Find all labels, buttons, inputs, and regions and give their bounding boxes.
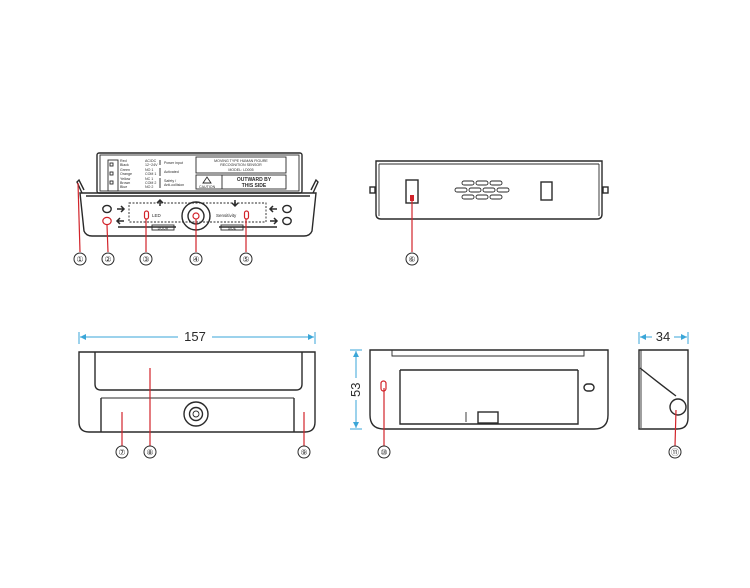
terminal-0: AC/DC [145, 159, 157, 163]
terminal-6: NO 2 [145, 185, 153, 189]
svg-text:⑤: ⑤ [242, 255, 249, 264]
terminal-3: COM 1 [145, 172, 156, 176]
svg-text:②: ② [104, 255, 111, 264]
terminal-4: NC 1 [145, 177, 153, 181]
svg-text:③: ③ [142, 255, 149, 264]
sensitivity-knob [243, 210, 250, 220]
svg-text:⑦: ⑦ [118, 448, 125, 457]
lens-outer [183, 401, 209, 427]
led-indicator [143, 210, 150, 220]
callout-10: ⑩ [377, 445, 391, 459]
group-power: Power input [164, 161, 183, 165]
callout-7: ⑦ [115, 445, 129, 459]
svg-text:⑥: ⑥ [408, 255, 415, 264]
wire-0: Red [120, 159, 127, 163]
group-safety: Safety / [164, 179, 176, 183]
vent-slots [454, 180, 510, 200]
svg-text:①: ① [76, 255, 83, 264]
label-outward-1: OUTWARD BY [237, 177, 272, 183]
callout-6: ⑥ [405, 252, 419, 266]
terminal-squares [109, 162, 114, 185]
arrow-down-icon [231, 200, 239, 208]
arrow-right-icon [270, 217, 279, 225]
label-sensitivity: Sensitivity [216, 213, 237, 218]
callout-5: ⑤ [239, 252, 253, 266]
button-bottom-right [282, 216, 292, 226]
lens-inner [188, 406, 204, 422]
wire-6: Blue [120, 185, 127, 189]
callout-8: ⑧ [143, 445, 157, 459]
arrow-up-icon [156, 198, 164, 206]
arrow-left-icon [115, 217, 124, 225]
lens-center [192, 212, 200, 220]
arrow-left-icon [268, 205, 277, 213]
callout-1: ① [73, 252, 87, 266]
arrow-right-icon [117, 205, 126, 213]
dim-height: 53 [348, 383, 363, 397]
svg-text:⑨: ⑨ [300, 448, 307, 457]
wire-1: Black [120, 163, 129, 167]
view-open-front: Red Black Green Orange Yellow Brown Blue… [76, 152, 319, 253]
view-side: 34 [638, 328, 689, 447]
terminal-1: 12~24V [145, 163, 158, 167]
callout-4: ④ [189, 252, 203, 266]
wire-2: Green [120, 168, 130, 172]
label-caution: CAUTION [199, 185, 216, 189]
label-outward-2: THIS SIDE [242, 183, 267, 189]
label-led: LED [152, 213, 162, 218]
dim-depth: 34 [656, 329, 670, 344]
svg-text:⑪: ⑪ [671, 448, 679, 457]
wire-3: Orange [120, 172, 132, 176]
callout-2: ② [101, 252, 115, 266]
button-bottom-left [102, 216, 112, 226]
label-model: MODEL: LD005 [228, 168, 253, 172]
label-side: SIDE [228, 227, 237, 231]
button-top-right [282, 204, 292, 214]
view-back [369, 160, 609, 252]
side-lens [669, 398, 687, 416]
label-title-1: MOVING TYPE HUMAN FIGURE [214, 159, 268, 163]
svg-text:⑩: ⑩ [380, 448, 387, 457]
callout-9: ⑨ [297, 445, 311, 459]
svg-text:④: ④ [192, 255, 199, 264]
view-rear-closed: 53 [347, 349, 609, 446]
wire-4: Yellow [120, 177, 131, 181]
label-title-2: RECOGNITION SENSOR [220, 163, 262, 167]
group-anticollision: Anti-collision [164, 183, 184, 187]
callout-3: ③ [139, 252, 153, 266]
terminal-2: NO 1 [145, 168, 153, 172]
group-activated: Activated [164, 170, 179, 174]
terminal-5: COM 2 [145, 181, 156, 185]
label-door: DOOR [158, 227, 169, 231]
button-top-left [102, 204, 112, 214]
dim-width: 157 [184, 329, 206, 344]
wire-5: Brown [120, 181, 130, 185]
svg-text:⑧: ⑧ [146, 448, 153, 457]
warning-icon [202, 176, 212, 184]
view-closed-front: 157 [78, 328, 316, 446]
callout-11: ⑪ [668, 445, 682, 459]
